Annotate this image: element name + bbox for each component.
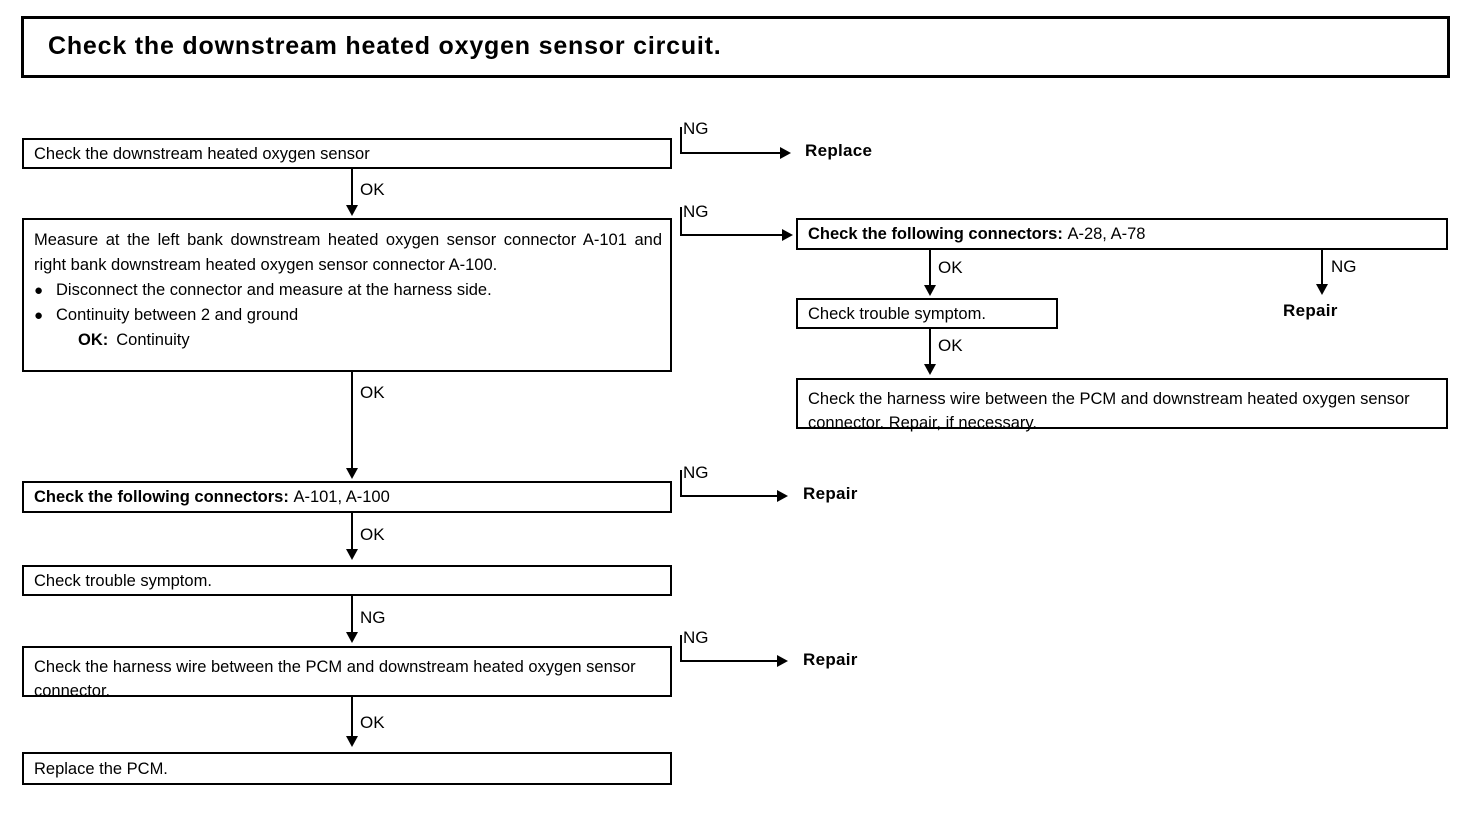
right-ng-1-line [1321, 250, 1323, 286]
right-ok-1-label: OK [938, 258, 963, 277]
right-ok-1-arrowhead [924, 285, 936, 296]
page-title: Check the downstream heated oxygen senso… [48, 31, 722, 60]
left-step-2-ng-line [680, 234, 783, 236]
left-step-1-ng-line [680, 152, 783, 154]
left-step-3-label: Check the following connectors: [34, 488, 289, 506]
left-step-2-bullet-2: ● Continuity between 2 and ground [34, 303, 662, 328]
left-ok-3-line [351, 513, 353, 551]
right-step-1-label: Check the following connectors: [808, 225, 1063, 243]
left-step-5-ng-result: Repair [803, 650, 858, 669]
right-ng-1-label: NG [1331, 257, 1357, 276]
left-step-3-ng-line [680, 495, 780, 497]
left-step-2-bullet-1-text: Disconnect the connector and measure at … [56, 281, 492, 299]
left-ok-5-label: OK [360, 713, 385, 732]
left-step-2-bullet-2-text: Continuity between 2 and ground [56, 306, 299, 324]
left-step-2-ng-riser [680, 207, 682, 236]
right-step-2-text: Check trouble symptom. [808, 304, 986, 323]
left-step-1-ng-arrowhead [780, 147, 791, 159]
left-ok-2-arrowhead [346, 468, 358, 479]
left-step-5-ng-line [680, 660, 780, 662]
left-step-2-box[interactable]: Measure at the left bank downstream heat… [22, 218, 672, 372]
left-ok-2-label: OK [360, 383, 385, 402]
left-step-4-text: Check trouble symptom. [34, 571, 212, 590]
right-ng-1-arrowhead [1316, 284, 1328, 295]
left-ok-3-label: OK [360, 525, 385, 544]
left-step-2-ok-criteria: OK: Continuity [34, 328, 662, 353]
left-step-2-ok-prefix: OK: [78, 331, 109, 349]
left-step-2-ng-arrowhead [782, 229, 793, 241]
left-step-1-ng-label: NG [683, 119, 709, 138]
left-step-1-box[interactable]: Check the downstream heated oxygen senso… [22, 138, 672, 169]
left-ok-3-arrowhead [346, 549, 358, 560]
left-step-5-ng-riser [680, 635, 682, 662]
left-step-6-text: Replace the PCM. [34, 759, 168, 778]
left-ok-1-label: OK [360, 180, 385, 199]
right-step-1-connectors: A-28, A-78 [1067, 225, 1146, 243]
right-step-3-text: Check the harness wire between the PCM a… [808, 390, 1410, 432]
left-step-1-text: Check the downstream heated oxygen senso… [34, 144, 370, 163]
left-step-3-line: Check the following connectors: A-101, A… [34, 485, 664, 509]
right-ng-1-result: Repair [1283, 301, 1338, 320]
left-ok-2-line [351, 372, 353, 470]
left-step-2-ng-label: NG [683, 202, 709, 221]
right-ok-2-line [929, 329, 931, 366]
bullet-dot-icon: ● [34, 282, 44, 299]
left-ok-5-line [351, 697, 353, 738]
right-step-1-box[interactable]: Check the following connectors: A-28, A-… [796, 218, 1448, 250]
left-step-2-ok-value: Continuity [116, 331, 190, 349]
right-ok-2-label: OK [938, 336, 963, 355]
left-step-4-box[interactable]: Check trouble symptom. [22, 565, 672, 596]
bullet-dot-icon: ● [34, 307, 44, 324]
left-step-3-ng-riser [680, 470, 682, 497]
right-step-2-box[interactable]: Check trouble symptom. [796, 298, 1058, 329]
left-ng-4-arrowhead [346, 632, 358, 643]
left-ok-1-line [351, 169, 353, 207]
title-banner: Check the downstream heated oxygen senso… [21, 16, 1450, 78]
right-ok-1-line [929, 250, 931, 287]
left-step-5-text: Check the harness wire between the PCM a… [34, 658, 636, 700]
left-ng-4-line [351, 596, 353, 634]
right-step-1-line: Check the following connectors: A-28, A-… [808, 222, 1440, 246]
right-ok-2-arrowhead [924, 364, 936, 375]
left-step-5-ng-arrowhead [777, 655, 788, 667]
left-step-5-ng-label: NG [683, 628, 709, 647]
left-step-3-ng-label: NG [683, 463, 709, 482]
left-ok-5-arrowhead [346, 736, 358, 747]
left-ok-1-arrowhead [346, 205, 358, 216]
left-step-3-ng-result: Repair [803, 484, 858, 503]
left-step-2-paragraph: Measure at the left bank downstream heat… [34, 231, 662, 274]
left-ng-4-label: NG [360, 608, 386, 627]
right-step-3-box[interactable]: Check the harness wire between the PCM a… [796, 378, 1448, 432]
left-step-1-ng-riser [680, 127, 682, 154]
left-step-3-box[interactable]: Check the following connectors: A-101, A… [22, 481, 672, 513]
left-step-5-box[interactable]: Check the harness wire between the PCM a… [22, 646, 672, 700]
left-step-3-ng-arrowhead [777, 490, 788, 502]
left-step-3-connectors: A-101, A-100 [293, 488, 390, 506]
left-step-6-box[interactable]: Replace the PCM. [22, 752, 672, 785]
left-step-1-ng-result: Replace [805, 141, 873, 160]
left-step-2-bullet-1: ● Disconnect the connector and measure a… [34, 278, 662, 303]
